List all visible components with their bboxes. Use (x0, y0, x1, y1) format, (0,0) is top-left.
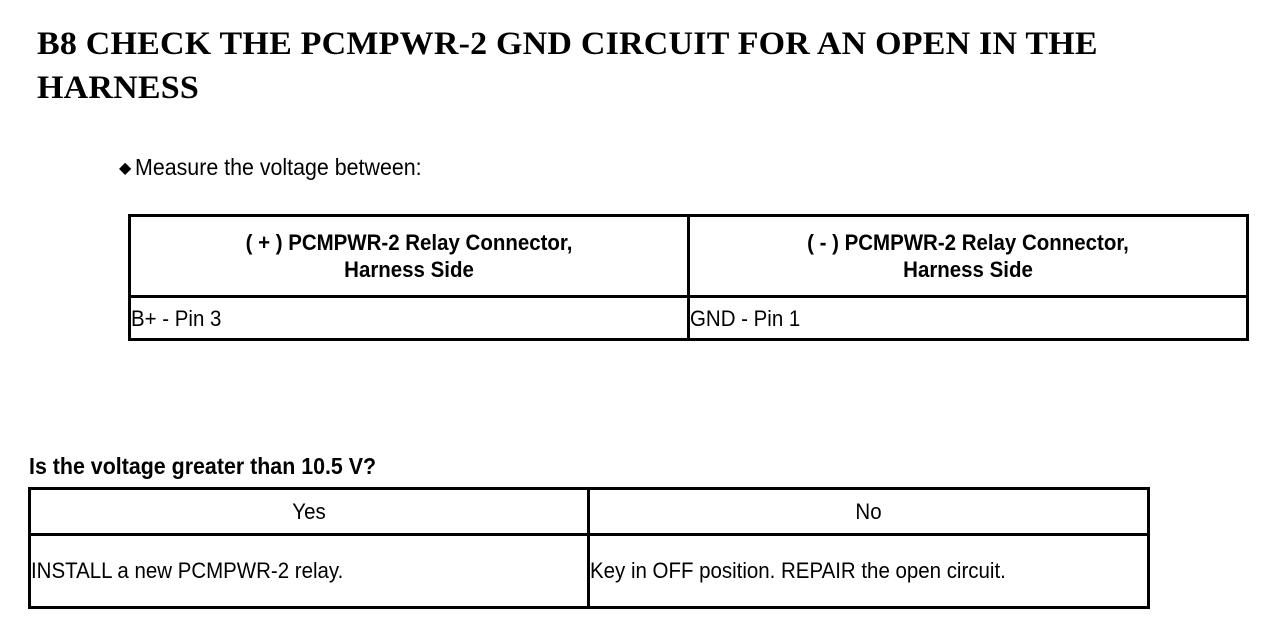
measurement-header-negative: ( - ) PCMPWR-2 Relay Connector, Harness … (687, 214, 1249, 298)
decision-action-yes: INSTALL a new PCMPWR-2 relay. (28, 533, 590, 609)
measurement-header-positive: ( + ) PCMPWR-2 Relay Connector, Harness … (128, 214, 690, 298)
page-title: B8 CHECK THE PCMPWR-2 GND CIRCUIT FOR AN… (37, 26, 1098, 106)
measurement-header-positive-line2: Harness Side (344, 257, 474, 282)
bullet-point-icon: ◆ (119, 160, 132, 177)
measurement-header-positive-line1: ( + ) PCMPWR-2 Relay Connector, (245, 230, 573, 255)
measurement-header-negative-line1: ( - ) PCMPWR-2 Relay Connector, (807, 230, 1129, 255)
measurement-table: ( + ) PCMPWR-2 Relay Connector, Harness … (128, 214, 1249, 341)
decision-table: Yes No INSTALL a new PCMPWR-2 relay. Key… (28, 487, 1150, 609)
table-row: Yes No (28, 487, 1150, 536)
measurement-value-negative: GND - Pin 1 (687, 295, 1249, 341)
measurement-value-positive: B+ - Pin 3 (128, 295, 690, 341)
measurement-header-negative-line2: Harness Side (903, 257, 1033, 282)
question-text: Is the voltage greater than 10.5 V? (29, 453, 377, 479)
table-row: B+ - Pin 3 GND - Pin 1 (128, 295, 1249, 341)
decision-header-no: No (587, 487, 1150, 536)
decision-action-no: Key in OFF position. REPAIR the open cir… (587, 533, 1150, 609)
instruction-bullet-row: ◆ Measure the voltage between: (119, 153, 443, 185)
table-row: INSTALL a new PCMPWR-2 relay. Key in OFF… (28, 533, 1150, 609)
instruction-text: Measure the voltage between: (135, 154, 422, 180)
table-row: ( + ) PCMPWR-2 Relay Connector, Harness … (128, 214, 1249, 298)
decision-header-yes: Yes (28, 487, 590, 536)
